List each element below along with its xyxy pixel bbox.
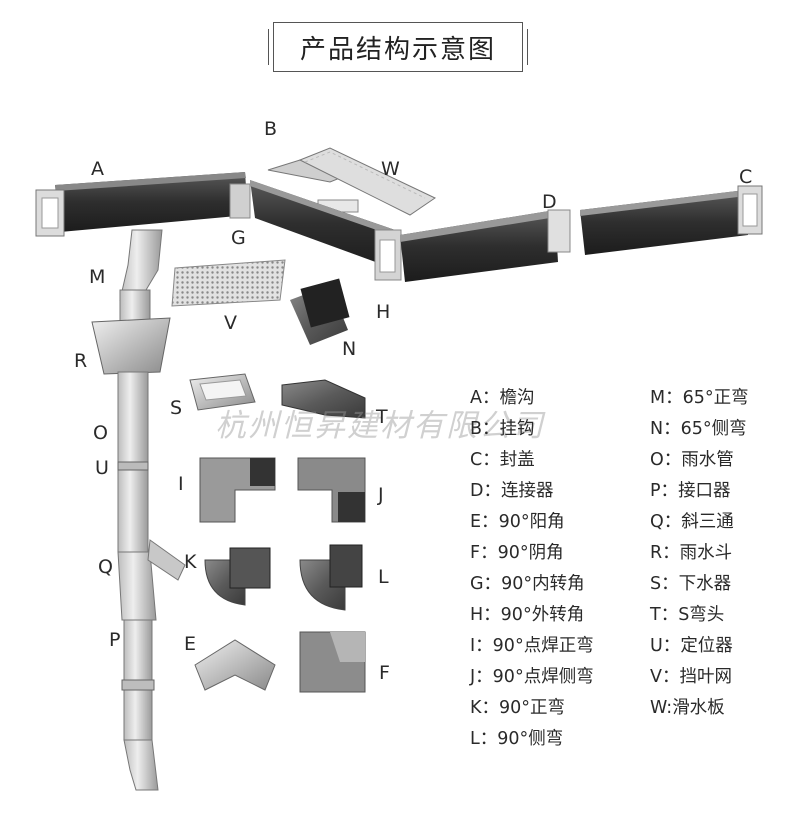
- label-g: G: [231, 227, 246, 249]
- legend-item: H：90°外转角: [470, 605, 585, 625]
- label-o: O: [93, 422, 108, 444]
- label-n: N: [342, 338, 357, 360]
- elbow-n: [290, 278, 350, 345]
- legend-item: C：封盖: [470, 450, 535, 470]
- label-b: B: [264, 118, 278, 140]
- elbow-j: [297, 457, 366, 523]
- label-f: F: [379, 662, 390, 684]
- legend-item: J：90°点焊侧弯: [470, 667, 594, 687]
- elbow-i: [199, 457, 276, 523]
- legend-item: I：90°点焊正弯: [470, 636, 594, 656]
- label-m: M: [89, 266, 106, 288]
- legend-item: O：雨水管: [650, 450, 734, 470]
- legend-item: T：S弯头: [650, 605, 725, 625]
- label-e: E: [184, 633, 197, 655]
- label-d: D: [542, 191, 557, 213]
- legend-item: D：连接器: [470, 481, 554, 501]
- elbow-k: [204, 547, 271, 606]
- gutter-corner: [250, 180, 402, 281]
- label-l: L: [378, 566, 389, 588]
- legend-item: Q：斜三通: [650, 512, 734, 532]
- label-w: W: [381, 158, 400, 180]
- outlet-s: [189, 373, 256, 411]
- s-bend-t: [281, 379, 366, 419]
- gutter-d: [400, 209, 571, 282]
- label-p: P: [109, 629, 121, 651]
- label-s: S: [170, 397, 183, 419]
- legend-item: F：90°阴角: [470, 543, 564, 563]
- label-v: V: [224, 312, 237, 334]
- label-t: T: [376, 406, 388, 428]
- legend-item: V：挡叶网: [650, 667, 732, 687]
- legend-item: W:滑水板: [650, 698, 725, 718]
- legend-item: U：定位器: [650, 636, 733, 656]
- legend-item: L：90°侧弯: [470, 729, 564, 749]
- legend-item: N：65°侧弯: [650, 419, 747, 439]
- label-q: Q: [98, 556, 113, 578]
- legend-item: S：下水器: [650, 574, 732, 594]
- page-title: 产品结构示意图: [268, 22, 528, 72]
- corner-e: [194, 639, 276, 691]
- legend-item: E：90°阳角: [470, 512, 565, 532]
- label-u: U: [95, 457, 109, 479]
- legend-item: K：90°正弯: [470, 698, 566, 718]
- legend-item: P：接口器: [650, 481, 731, 501]
- legend-item: M：65°正弯: [650, 388, 749, 408]
- corner-f: [299, 631, 366, 693]
- downpipe-assembly: [91, 229, 186, 791]
- label-h: H: [376, 301, 391, 323]
- legend-item: R：雨水斗: [650, 543, 733, 563]
- watermark: 杭州恒昇建材有限公司: [215, 408, 545, 444]
- elbow-l: [299, 544, 363, 611]
- label-r: R: [74, 350, 88, 372]
- legend-item: A：檐沟: [470, 388, 535, 408]
- label-k: K: [184, 551, 197, 573]
- gutter-a: [35, 172, 251, 237]
- legend-item: B：挂钩: [470, 419, 535, 439]
- label-a: A: [91, 158, 104, 180]
- leaf-guard-v: [171, 259, 286, 307]
- legend-item: G：90°内转角: [470, 574, 585, 594]
- label-i: I: [178, 473, 184, 495]
- slide-board-w: [298, 147, 437, 216]
- label-j: J: [378, 484, 384, 506]
- label-c: C: [739, 166, 753, 188]
- gutter-c: [580, 185, 763, 255]
